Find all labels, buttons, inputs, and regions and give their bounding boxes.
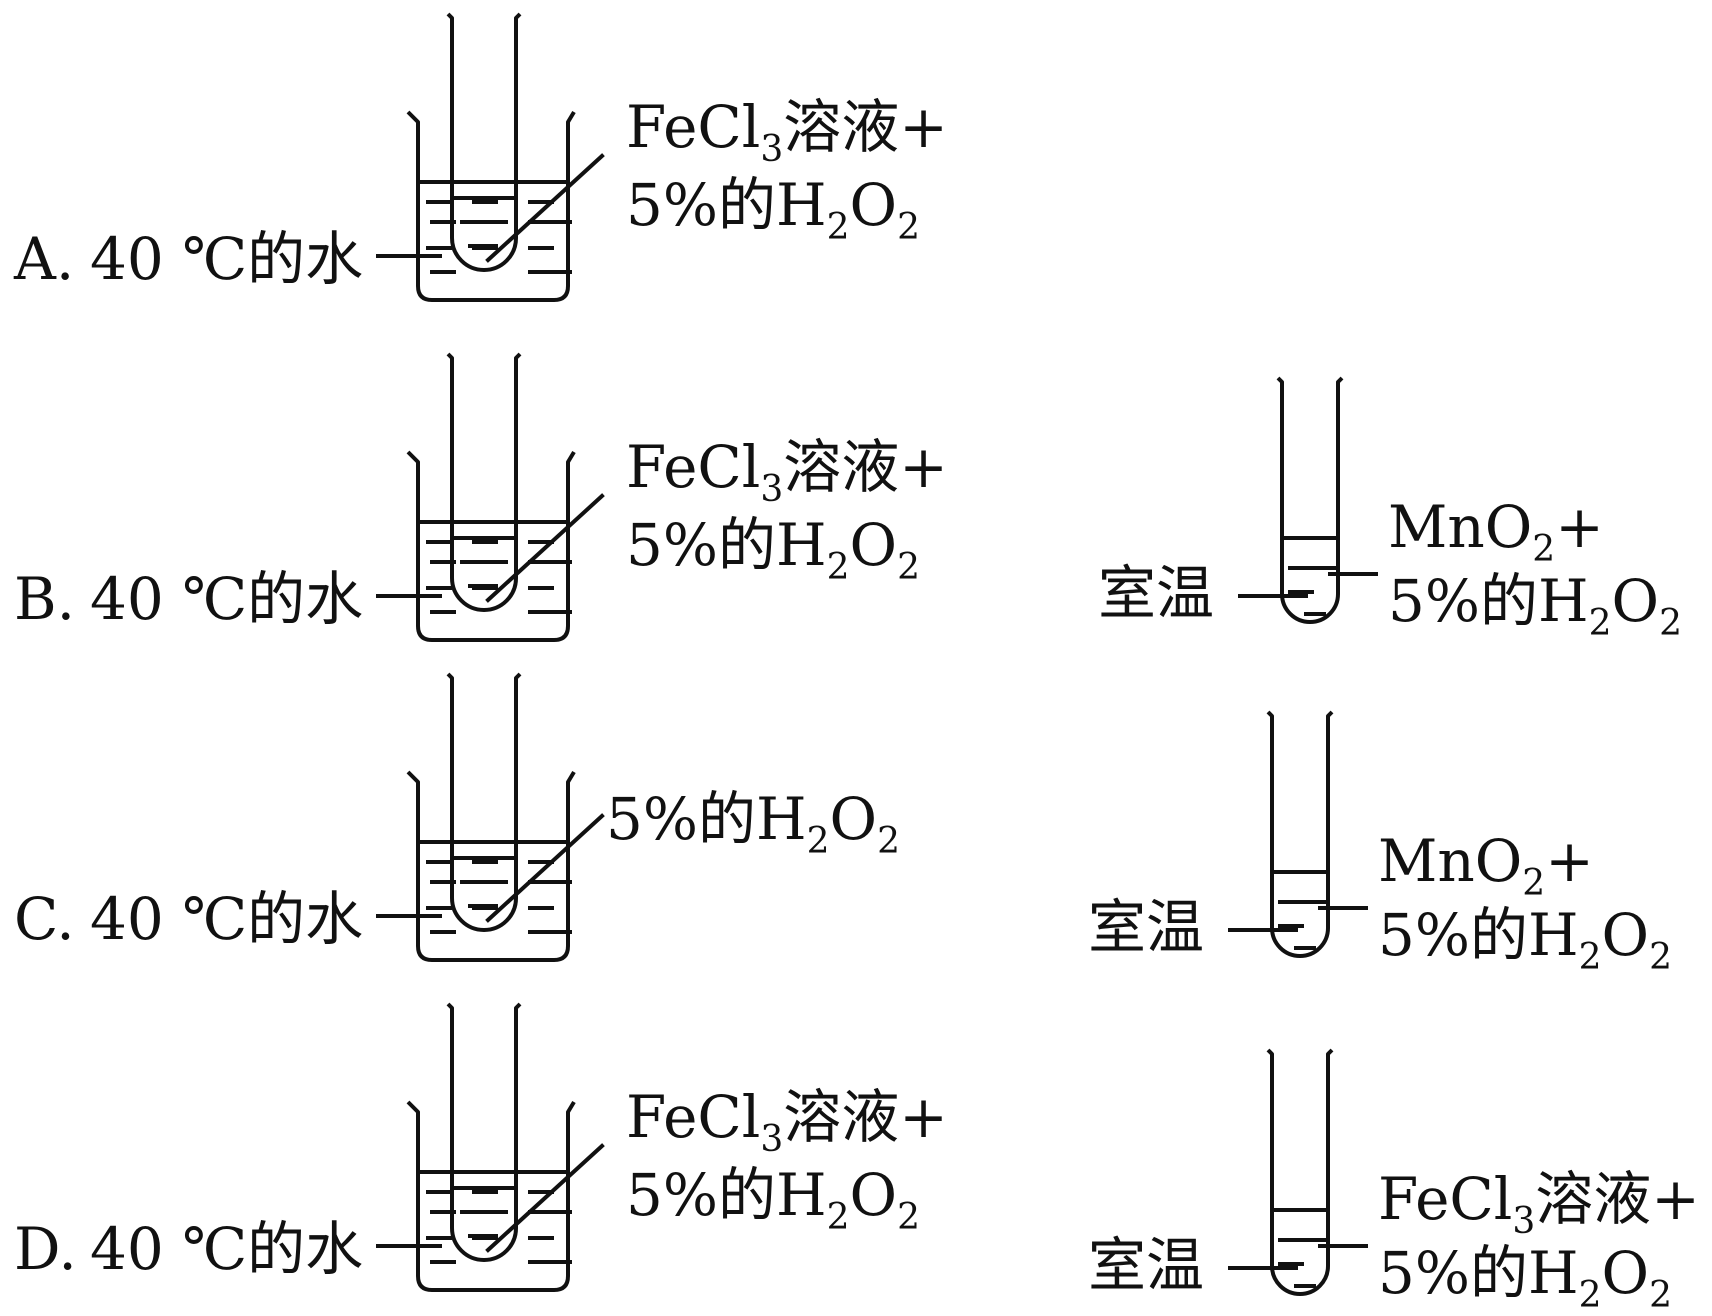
control-reagent-line2: 5%的H2O2: [1388, 572, 1682, 642]
formula-text: 5%的H: [606, 785, 807, 853]
formula-subscript: 2: [897, 207, 920, 248]
formula-text: 5%的H: [1378, 901, 1579, 969]
formula-text: O: [849, 511, 898, 579]
formula-subscript: 2: [826, 207, 850, 248]
formula-subscript: 2: [826, 547, 850, 588]
formula-subscript: 2: [1532, 529, 1556, 570]
formula-subscript: 2: [877, 821, 900, 862]
formula-subscript: 2: [1649, 1275, 1672, 1316]
option-letter: C.: [14, 885, 75, 953]
formula-text: O: [1601, 901, 1650, 969]
beaker-tube-reagent-line1: 5%的H2O2: [606, 790, 900, 860]
beaker-outline: [406, 450, 576, 642]
control-temp-label: 室温: [1088, 893, 1205, 961]
beaker-test-tube: [446, 352, 522, 612]
formula-text: 溶液+: [783, 1083, 948, 1151]
tube-leader-line: [485, 813, 605, 923]
formula-subscript: 2: [1578, 1275, 1602, 1316]
formula-subscript: 3: [760, 129, 784, 170]
formula-text: 5%的H: [626, 511, 827, 579]
formula-text: FeCl: [626, 1083, 761, 1151]
formula-subscript: 2: [897, 547, 920, 588]
control-reagent-line2: 5%的H2O2: [1378, 1244, 1672, 1314]
option-letter: D.: [14, 1215, 77, 1283]
formula-subscript: 3: [760, 469, 784, 510]
formula-text: O: [849, 171, 898, 239]
formula-text: O: [829, 785, 878, 853]
formula-text: 5%的H: [626, 1161, 827, 1229]
formula-subscript: 2: [1522, 863, 1546, 904]
tube-leader-line: [485, 1143, 605, 1253]
tube-leader-line: [485, 153, 605, 263]
water-temp-label: 40 ℃的水: [90, 565, 364, 633]
beaker-tube-reagent-line1: FeCl3溶液+: [626, 98, 948, 168]
beaker-tube-reagent-line2: 5%的H2O2: [626, 1166, 920, 1236]
formula-text: MnO: [1388, 493, 1533, 561]
beaker-outline: [406, 1100, 576, 1292]
option-letter: B.: [14, 565, 76, 633]
formula-text: +: [1545, 827, 1594, 895]
formula-text: 溶液+: [1535, 1165, 1700, 1233]
formula-text: O: [1611, 567, 1660, 635]
option-letter: A.: [14, 225, 75, 293]
formula-subscript: 2: [1578, 937, 1602, 978]
formula-subscript: 2: [1588, 603, 1612, 644]
formula-subscript: 2: [826, 1197, 850, 1238]
beaker-tube-reagent-line1: FeCl3溶液+: [626, 438, 948, 508]
control-reagent-line1: MnO2+: [1388, 498, 1604, 568]
formula-text: 溶液+: [783, 93, 948, 161]
control-reagent-line2: 5%的H2O2: [1378, 906, 1672, 976]
beaker-test-tube: [446, 12, 522, 272]
formula-text: FeCl: [626, 93, 761, 161]
water-temp-label: 40 ℃的水: [90, 1215, 364, 1283]
tube-leader-line: [485, 493, 605, 603]
formula-text: FeCl: [626, 433, 761, 501]
beaker-tube-reagent-line2: 5%的H2O2: [626, 176, 920, 246]
control-test-tube: [1276, 376, 1344, 624]
formula-subscript: 2: [806, 821, 830, 862]
control-reagent-line1: FeCl3溶液+: [1378, 1170, 1700, 1240]
control-test-tube: [1266, 710, 1334, 958]
beaker-outline: [406, 770, 576, 962]
formula-subscript: 2: [897, 1197, 920, 1238]
control-test-tube: [1266, 1048, 1334, 1296]
formula-subscript: 2: [1649, 937, 1672, 978]
formula-text: MnO: [1378, 827, 1523, 895]
formula-subscript: 3: [1512, 1201, 1536, 1242]
formula-subscript: 3: [760, 1119, 784, 1160]
formula-text: FeCl: [1378, 1165, 1513, 1233]
formula-subscript: 2: [1659, 603, 1682, 644]
beaker-tube-reagent-line2: 5%的H2O2: [626, 516, 920, 586]
formula-text: O: [849, 1161, 898, 1229]
formula-text: 溶液+: [783, 433, 948, 501]
beaker-outline: [406, 110, 576, 302]
control-temp-label: 室温: [1098, 559, 1215, 627]
formula-text: O: [1601, 1239, 1650, 1307]
beaker-test-tube: [446, 672, 522, 932]
formula-text: 5%的H: [626, 171, 827, 239]
formula-text: +: [1555, 493, 1604, 561]
control-reagent-line1: MnO2+: [1378, 832, 1594, 902]
water-temp-label: 40 ℃的水: [90, 885, 364, 953]
beaker-test-tube: [446, 1002, 522, 1262]
control-temp-label: 室温: [1088, 1231, 1205, 1299]
formula-text: 5%的H: [1388, 567, 1589, 635]
beaker-tube-reagent-line1: FeCl3溶液+: [626, 1088, 948, 1158]
water-temp-label: 40 ℃的水: [90, 225, 364, 293]
formula-text: 5%的H: [1378, 1239, 1579, 1307]
